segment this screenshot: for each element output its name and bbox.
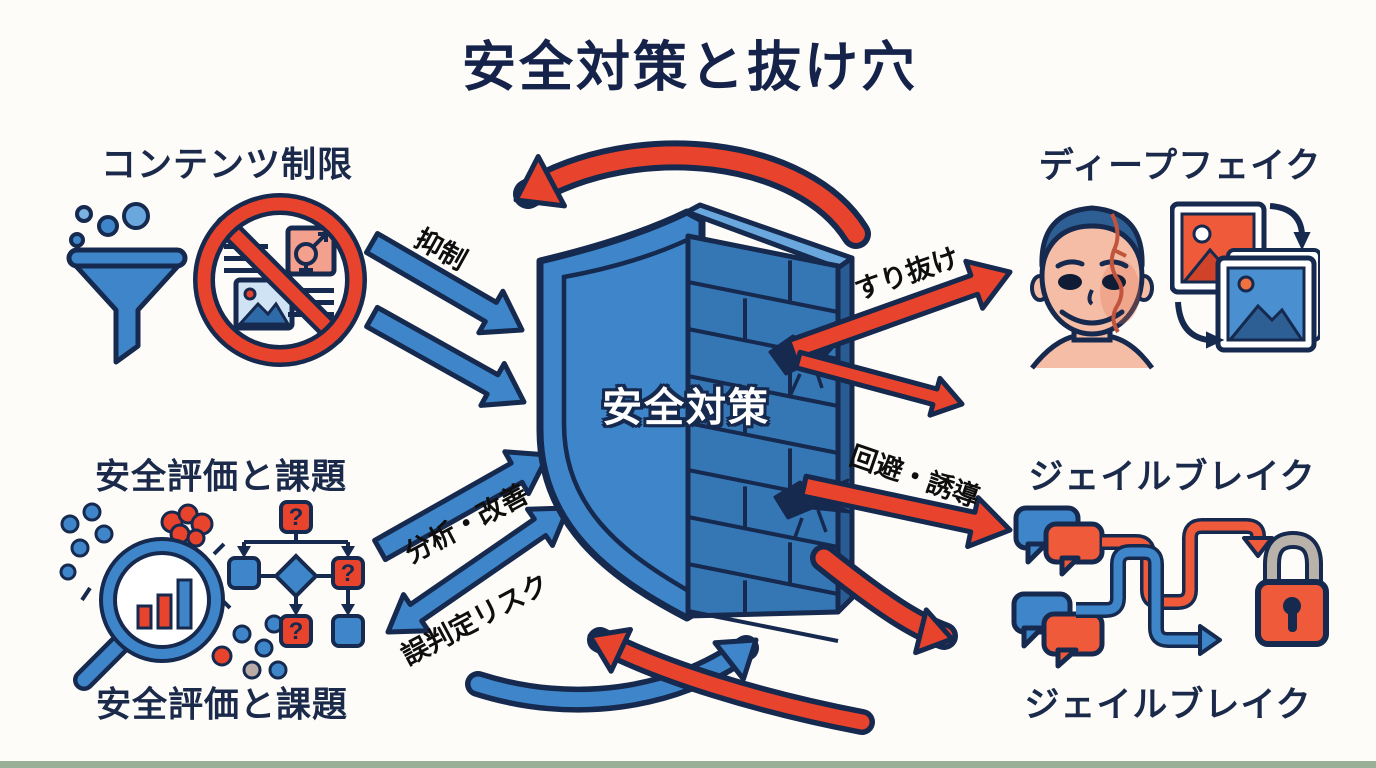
top-feedback-arrow bbox=[513, 140, 871, 249]
image-swap-icon bbox=[1170, 201, 1320, 353]
page-title: 安全対策と抜け穴 bbox=[462, 37, 918, 98]
label-safety-evaluation: 安全評価と課題 bbox=[94, 457, 348, 497]
flowchart-icon: ? ? ? bbox=[227, 500, 365, 648]
magnifier bbox=[73, 537, 225, 691]
label-deepfake: ディープフェイク bbox=[1038, 146, 1322, 186]
escaping-red-arrows bbox=[786, 258, 1013, 656]
magnifier-analysis-icon bbox=[59, 502, 288, 691]
brick-wall-icon bbox=[684, 202, 855, 643]
incoming-blue-arrows bbox=[364, 231, 571, 635]
shield-label: 安全対策 bbox=[602, 386, 770, 430]
maze-arrow-blue bbox=[1076, 544, 1222, 656]
caption-safety-evaluation: 安全評価と課題 bbox=[95, 685, 349, 725]
toxic-splat bbox=[160, 503, 214, 548]
question-mark: ? bbox=[341, 560, 356, 587]
funnel-icon bbox=[66, 202, 188, 365]
face-crack bbox=[1109, 213, 1127, 334]
data-dots bbox=[59, 502, 114, 581]
speech-bubble-red bbox=[1043, 521, 1105, 577]
question-mark: ? bbox=[289, 618, 304, 645]
maze-arrow-red bbox=[1102, 518, 1274, 610]
swap-arrows bbox=[1175, 203, 1311, 349]
padlock-icon bbox=[1255, 530, 1329, 647]
bottom-cycle-arrows bbox=[465, 627, 875, 735]
deepfake-face-icon bbox=[1030, 205, 1155, 370]
speech-bubble-red-2 bbox=[1041, 611, 1105, 669]
photo-blue bbox=[1215, 255, 1317, 353]
result-dots bbox=[211, 614, 288, 680]
prohibited-content-icon bbox=[193, 193, 367, 367]
shield-icon bbox=[536, 208, 706, 622]
label-content-restriction: コンテンツ制限 bbox=[100, 145, 354, 185]
jailbreak-maze-icon bbox=[1011, 505, 1329, 669]
question-mark: ? bbox=[289, 504, 304, 531]
label-jailbreak: ジェイルブレイク bbox=[1028, 457, 1316, 497]
bottom-edge-strip bbox=[0, 761, 1376, 768]
caption-jailbreak: ジェイルブレイク bbox=[1024, 685, 1312, 725]
